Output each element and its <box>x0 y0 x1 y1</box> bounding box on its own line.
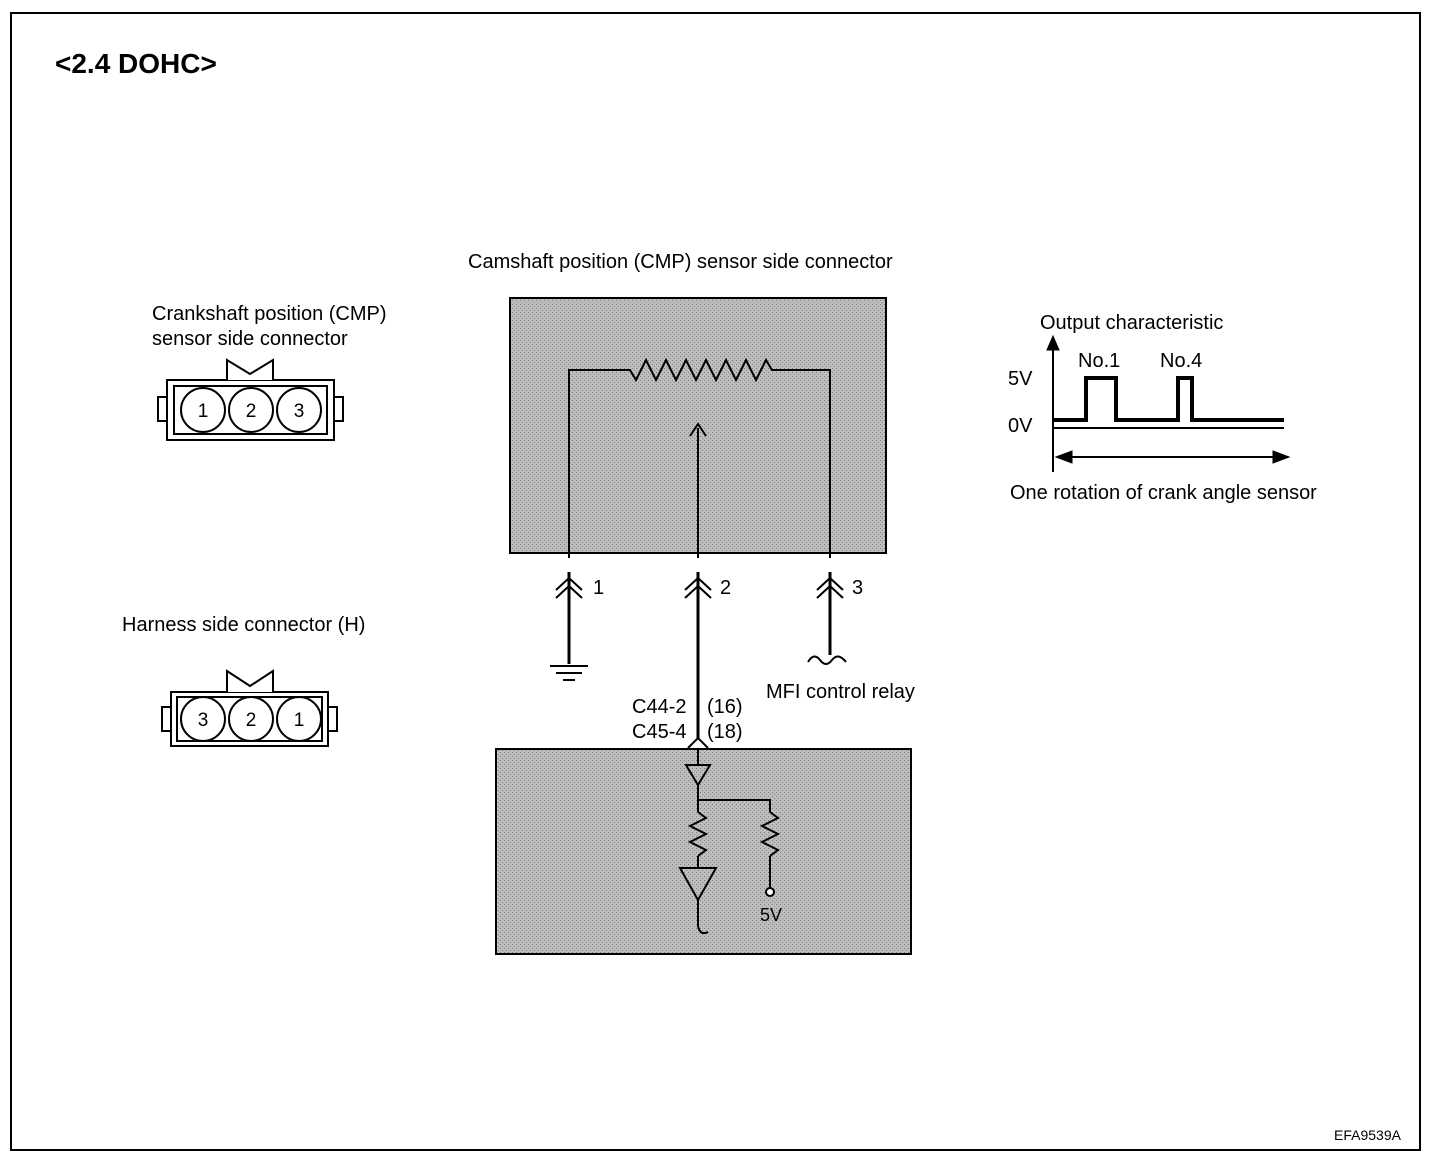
figure-code: EFA9539A <box>1334 1127 1401 1143</box>
ckp-pin-label: 1 <box>198 401 209 422</box>
output-high-level: 5V <box>1008 368 1033 390</box>
ecm-pin-b-number: (18) <box>707 721 743 743</box>
terminal-1-wire <box>555 572 583 664</box>
output-pulse-2-label: No.4 <box>1160 350 1203 372</box>
ckp-pin-3 <box>276 387 322 433</box>
output-waveform <box>1046 334 1291 472</box>
sensor-wiper-arrow <box>689 422 707 558</box>
ecm-pin-a-number: (16) <box>707 696 743 718</box>
page-title: <2.4 DOHC> <box>55 48 217 79</box>
terminal-1-label: 1 <box>593 577 605 599</box>
terminal-3-label: 3 <box>852 577 864 599</box>
mfi-relay-label: MFI control relay <box>766 681 915 703</box>
ckp-pin-label: 3 <box>294 401 305 422</box>
output-pulse-1-label: No.1 <box>1078 350 1121 372</box>
terminal-3-wire <box>807 572 847 665</box>
terminal-2-label: 2 <box>720 577 732 599</box>
ckp-connector-shape <box>157 358 344 441</box>
ecm-internal-circuit <box>678 749 781 935</box>
output-low-level: 0V <box>1008 415 1033 437</box>
supply-voltage-label: 5V <box>760 905 783 925</box>
figure-frame <box>10 12 1421 1151</box>
ckp-connector-label-line2: sensor side connector <box>152 328 348 350</box>
ckp-pin-1 <box>180 387 226 433</box>
harness-pin-label: 2 <box>246 710 257 731</box>
cmp-connector-label: Camshaft position (CMP) sensor side conn… <box>468 251 893 273</box>
harness-pin-3 <box>180 696 226 742</box>
ckp-connector-label-line1: Crankshaft position (CMP) <box>152 303 387 325</box>
harness-pin-label: 3 <box>198 710 209 731</box>
output-characteristic-label: Output characteristic <box>1040 312 1224 334</box>
sensor-resistor <box>568 357 831 558</box>
harness-connector-label: Harness side connector (H) <box>122 614 366 636</box>
terminal-2-wire <box>684 572 712 749</box>
harness-pin-2 <box>228 696 274 742</box>
ecm-pin-b-label: C45-4 <box>632 721 687 743</box>
ecm-pin-a-label: C44-2 <box>632 696 687 718</box>
ckp-pin-label: 2 <box>246 401 257 422</box>
ground-icon <box>550 665 588 681</box>
harness-pin-label: 1 <box>294 710 305 731</box>
harness-connector-shape <box>161 669 338 747</box>
ckp-pin-2 <box>228 387 274 433</box>
output-caption: One rotation of crank angle sensor <box>1010 482 1317 504</box>
harness-pin-1 <box>276 696 322 742</box>
